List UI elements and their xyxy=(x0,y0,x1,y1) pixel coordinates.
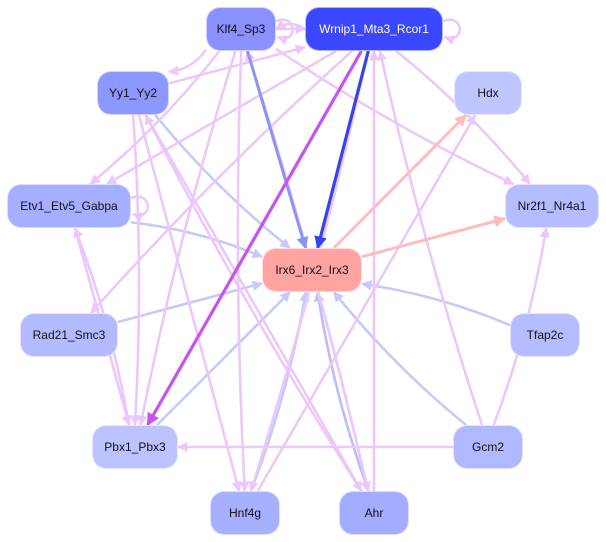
edge-irx6-to-hdx xyxy=(332,113,468,250)
edge-yy1-to-ahr xyxy=(144,114,363,492)
node-ahr[interactable]: Ahr xyxy=(339,491,409,535)
node-label: Rad21_Smc3 xyxy=(32,328,106,342)
edge-klf4-to-nr2f1 xyxy=(275,47,515,186)
node-klf4[interactable]: Klf4_Sp3 xyxy=(206,7,276,51)
edge-yy1-to-wrnip1 xyxy=(168,44,307,85)
edge-hnf4g-to-hdx xyxy=(256,114,477,492)
node-yy1[interactable]: Yy1_Yy2 xyxy=(97,71,169,115)
node-label: Hnf4g xyxy=(228,506,262,520)
edge-wrnip1-to-rad21 xyxy=(89,50,353,314)
node-label: Tfap2c xyxy=(526,328,564,342)
node-label: Ahr xyxy=(364,506,384,520)
edge-etv1-to-irx6 xyxy=(130,221,263,258)
node-hdx[interactable]: Hdx xyxy=(454,71,522,115)
edge-wrnip1-to-irx6 xyxy=(314,50,370,250)
edge-klf4-to-pbx1 xyxy=(137,50,237,427)
edge-yy1-to-pbx1 xyxy=(130,114,141,427)
node-label: Hdx xyxy=(477,86,499,100)
node-wrnip1[interactable]: Wrnip1_Mta3_Rcor1 xyxy=(305,7,443,51)
node-tfap2c[interactable]: Tfap2c xyxy=(510,313,580,357)
node-pbx1[interactable]: Pbx1_Pbx3 xyxy=(92,425,178,469)
edge-wrnip1-to-pbx1 xyxy=(146,50,363,427)
node-label: Gcm2 xyxy=(471,440,504,454)
edge-yy1-to-hnf4g xyxy=(137,114,242,493)
edge-tfap2c-to-irx6 xyxy=(360,280,511,327)
node-label: Etv1_Etv5_Gabpa xyxy=(20,199,118,213)
node-gcm2[interactable]: Gcm2 xyxy=(453,425,523,469)
edge-yy1-to-irx6 xyxy=(154,114,291,250)
edge-klf4-to-irx6 xyxy=(246,50,309,250)
node-etv1[interactable]: Etv1_Etv5_Gabpa xyxy=(7,184,131,228)
node-label: Yy1_Yy2 xyxy=(108,86,158,100)
edge-klf4-to-yy1 xyxy=(167,48,208,76)
node-rad21[interactable]: Rad21_Smc3 xyxy=(20,313,118,357)
edge-wrnip1-to-klf4 xyxy=(275,19,306,31)
node-label: Wrnip1_Mta3_Rcor1 xyxy=(319,22,429,36)
node-label: Irx6_Irx2_Irx3 xyxy=(275,263,349,277)
node-label: Klf4_Sp3 xyxy=(216,22,266,36)
edge-klf4-to-etv1 xyxy=(89,50,221,186)
edge-gcm2-to-irx6 xyxy=(332,291,467,427)
edge-irx6-to-nr2f1 xyxy=(361,215,507,259)
edge-pbx1-to-irx6 xyxy=(156,291,291,426)
node-irx6[interactable]: Irx6_Irx2_Irx3 xyxy=(262,248,362,292)
edge-ahr-to-yy1 xyxy=(144,114,363,492)
edge-ahr-to-irx6 xyxy=(313,290,370,492)
node-label: Pbx1_Pbx3 xyxy=(104,440,166,454)
node-hnf4g[interactable]: Hnf4g xyxy=(210,491,280,535)
edge-wrnip1-to-wrnip1 xyxy=(442,18,461,46)
node-label: Nr2f1_Nr4a1 xyxy=(517,199,587,213)
edge-etv1-to-etv1 xyxy=(130,195,149,223)
edge-klf4-to-hnf4g xyxy=(236,50,250,493)
node-nr2f1[interactable]: Nr2f1_Nr4a1 xyxy=(505,184,599,228)
